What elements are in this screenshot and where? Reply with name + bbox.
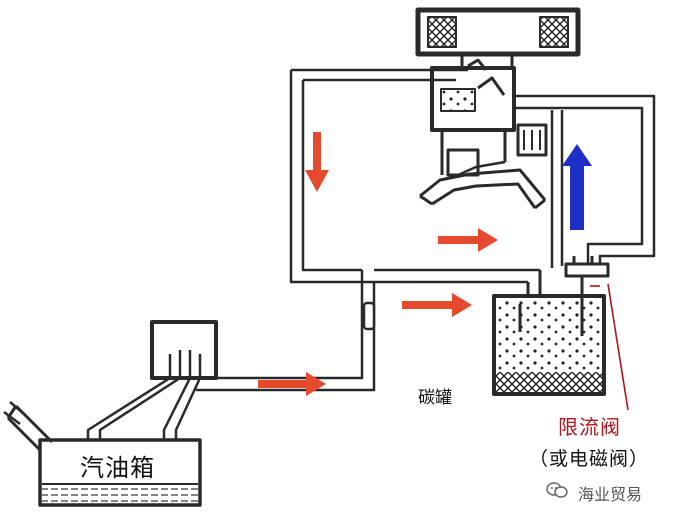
vapor-flow-arrows <box>258 132 498 396</box>
carbon-canister <box>492 270 606 396</box>
limit-valve <box>564 256 629 411</box>
limit-valve-label: 限流阀 <box>558 415 621 439</box>
fuel-tank <box>3 401 202 507</box>
fresh-air-arrow <box>562 144 592 230</box>
carburetor <box>430 58 548 177</box>
vapor-separator <box>150 320 218 380</box>
watermark-text: 海业贸易 <box>578 485 643 504</box>
wechat-icon <box>546 482 568 498</box>
intake-manifold <box>419 160 547 210</box>
vapor-hose <box>196 68 542 392</box>
solenoid-valve-label: （或电磁阀） <box>529 448 650 470</box>
tank-vent-tubes <box>86 376 202 442</box>
air-cleaner <box>415 7 581 68</box>
flow-arrow-canister <box>402 293 472 317</box>
fuel-tank-label: 汽油箱 <box>80 454 155 482</box>
canister-label: 碳罐 <box>418 388 452 408</box>
flow-arrow-hose <box>438 228 498 252</box>
flow-arrow-down <box>305 132 329 192</box>
flow-arrow-tank <box>258 372 326 396</box>
purge-line <box>514 94 656 268</box>
